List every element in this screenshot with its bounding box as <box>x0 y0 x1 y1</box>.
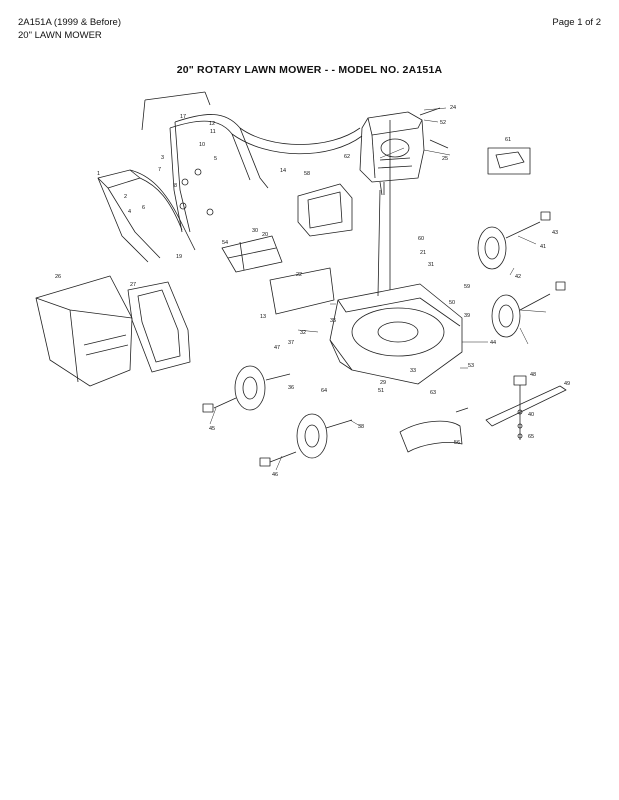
part-label: 20 <box>262 232 268 238</box>
part-label: 47 <box>274 345 280 351</box>
rear-door-assembly <box>221 235 335 315</box>
part-label: 50 <box>449 300 455 306</box>
part-label: 38 <box>358 424 364 430</box>
part-label: 63 <box>430 390 436 396</box>
document-subtitle: 20" LAWN MOWER <box>18 29 102 41</box>
part-label: 33 <box>410 368 416 374</box>
part-label: 24 <box>450 105 456 111</box>
part-label: 22 <box>296 272 302 278</box>
part-label: 64 <box>321 388 327 394</box>
part-label: 44 <box>490 340 496 346</box>
part-label: 60 <box>418 236 424 242</box>
part-label: 49 <box>564 381 570 387</box>
part-label: 46 <box>272 472 278 478</box>
blade-assembly <box>485 375 567 440</box>
part-number-labels: 1 2 3 4 5 6 7 8 10 11 12 13 14 17 19 20 … <box>55 105 570 478</box>
part-label: 7 <box>158 167 161 173</box>
part-label: 19 <box>176 254 182 260</box>
document-code: 2A151A (1999 & Before) <box>18 17 121 28</box>
part-label: 35 <box>330 318 336 324</box>
part-label: 27 <box>130 282 136 288</box>
part-label: 41 <box>540 244 546 250</box>
part-label: 31 <box>428 262 434 268</box>
part-label: 39 <box>464 313 470 319</box>
page-indicator: Page 1 of 2 <box>552 17 601 28</box>
part-label: 4 <box>128 209 131 215</box>
part-label: 56 <box>454 440 460 446</box>
part-label: 2 <box>124 194 127 200</box>
mulch-plate <box>399 407 469 453</box>
engine-assembly <box>359 107 449 196</box>
part-label: 30 <box>252 228 258 234</box>
part-label: 51 <box>378 388 384 394</box>
part-label: 45 <box>209 426 215 432</box>
part-61-detail <box>487 147 531 175</box>
part-label: 36 <box>288 385 294 391</box>
part-label: 48 <box>530 372 536 378</box>
part-label: 40 <box>528 412 534 418</box>
part-label: 1 <box>97 171 100 177</box>
part-label: 11 <box>210 129 216 135</box>
part-label: 37 <box>288 340 294 346</box>
part-label: 6 <box>142 205 145 211</box>
part-label: 5 <box>214 156 217 162</box>
part-label: 26 <box>55 274 61 280</box>
part-label: 65 <box>528 434 534 440</box>
part-label: 14 <box>280 168 286 174</box>
part-label: 8 <box>174 183 177 189</box>
part-label: 25 <box>442 156 448 162</box>
part-label: 53 <box>468 363 474 369</box>
part-label: 13 <box>260 314 266 320</box>
axle-hardware <box>202 211 566 467</box>
grass-catcher-bag <box>35 275 133 387</box>
part-label: 62 <box>344 154 350 160</box>
part-label: 32 <box>300 330 306 336</box>
part-label: 43 <box>552 230 558 236</box>
part-label: 58 <box>304 171 310 177</box>
leader-lines <box>209 107 547 471</box>
part-label: 52 <box>440 120 446 126</box>
document-header: 2A151A (1999 & Before) 20" LAWN MOWER <box>18 17 121 42</box>
part-label: 12 <box>209 121 215 127</box>
part-label: 10 <box>199 142 205 148</box>
part-58-detail <box>297 183 353 237</box>
grass-bag-frame <box>127 281 191 373</box>
part-label: 42 <box>515 274 521 280</box>
part-label: 54 <box>222 240 228 246</box>
lower-handle <box>97 168 214 263</box>
part-label: 17 <box>180 114 186 120</box>
mower-deck <box>329 120 463 385</box>
wheels <box>234 226 521 459</box>
part-label: 59 <box>464 284 470 290</box>
part-label: 21 <box>420 250 426 256</box>
upper-handle <box>141 91 363 233</box>
part-label: 61 <box>505 137 511 143</box>
part-label: 29 <box>380 380 386 386</box>
part-label: 3 <box>161 155 164 161</box>
diagram-title: 20" ROTARY LAWN MOWER - - MODEL NO. 2A15… <box>176 64 443 76</box>
